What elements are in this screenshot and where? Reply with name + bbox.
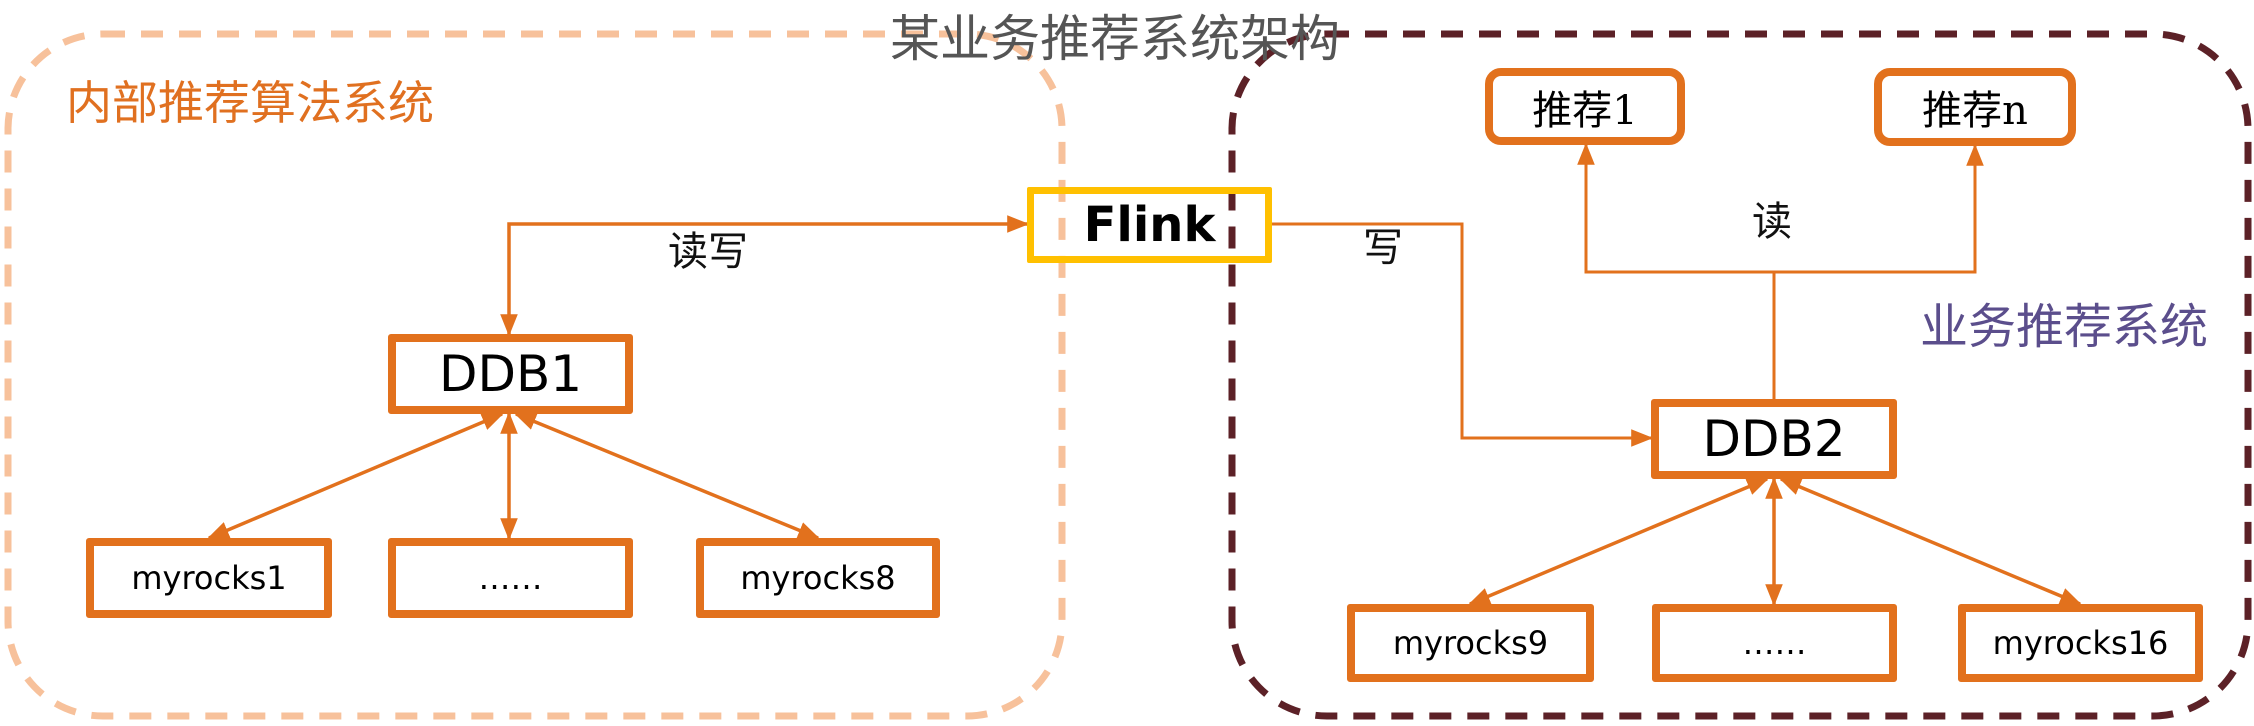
myrocks1-node[interactable]: myrocks1 — [86, 538, 332, 618]
business-system-label: 业务推荐系统 — [1920, 299, 2209, 355]
right-ellipsis-node-label: …… — [1742, 624, 1807, 662]
recommend-n-node-label: 推荐n — [1922, 88, 2028, 134]
edge-label-read-write: 读写 — [668, 229, 748, 275]
left-ellipsis-node-label: …… — [478, 559, 543, 597]
left-ellipsis-node[interactable]: …… — [388, 538, 633, 618]
edge-ddb2-myrocks16 — [1778, 477, 2083, 606]
edge-label-read: 读 — [1752, 199, 1792, 245]
flink-node-label: Flink — [1083, 197, 1216, 253]
edge-flink-ddb2 — [1272, 222, 1654, 447]
internal-system-boundary — [4, 30, 1066, 720]
business-system-boundary — [1228, 30, 2252, 720]
edge-ddb1-myrocks8 — [513, 412, 821, 540]
recommend-1-node[interactable]: 推荐1 — [1485, 68, 1685, 145]
edge-label-write: 写 — [1363, 225, 1403, 271]
recommend-1-node-label: 推荐1 — [1532, 87, 1638, 134]
ddb1-node-label: DDB1 — [438, 345, 583, 403]
myrocks8-node[interactable]: myrocks8 — [696, 538, 940, 618]
myrocks16-node-label: myrocks16 — [1992, 624, 2169, 662]
myrocks16-node[interactable]: myrocks16 — [1958, 604, 2203, 682]
myrocks9-node-label: myrocks9 — [1392, 624, 1549, 662]
ddb2-node-label: DDB2 — [1702, 410, 1846, 468]
edge-ddb2-myrocks9 — [1467, 477, 1770, 606]
flink-node[interactable]: Flink — [1027, 187, 1272, 263]
right-ellipsis-node[interactable]: …… — [1652, 604, 1897, 682]
edge-ddb2-recn — [1774, 143, 1984, 274]
ddb1-node[interactable]: DDB1 — [388, 334, 633, 414]
myrocks8-node-label: myrocks8 — [740, 559, 896, 597]
diagram-title: 某业务推荐系统架构 — [890, 10, 1340, 68]
internal-system-label: 内部推荐算法系统 — [66, 76, 434, 130]
edge-ddb1-myrocks1 — [206, 412, 505, 540]
ddb2-node[interactable]: DDB2 — [1651, 399, 1897, 479]
recommend-n-node[interactable]: 推荐n — [1874, 68, 2076, 146]
edge-ddb2-rec1 — [1577, 142, 1774, 274]
edge-ddb1-flink — [500, 215, 1030, 337]
myrocks1-node-label: myrocks1 — [131, 559, 287, 597]
myrocks9-node[interactable]: myrocks9 — [1347, 604, 1594, 682]
